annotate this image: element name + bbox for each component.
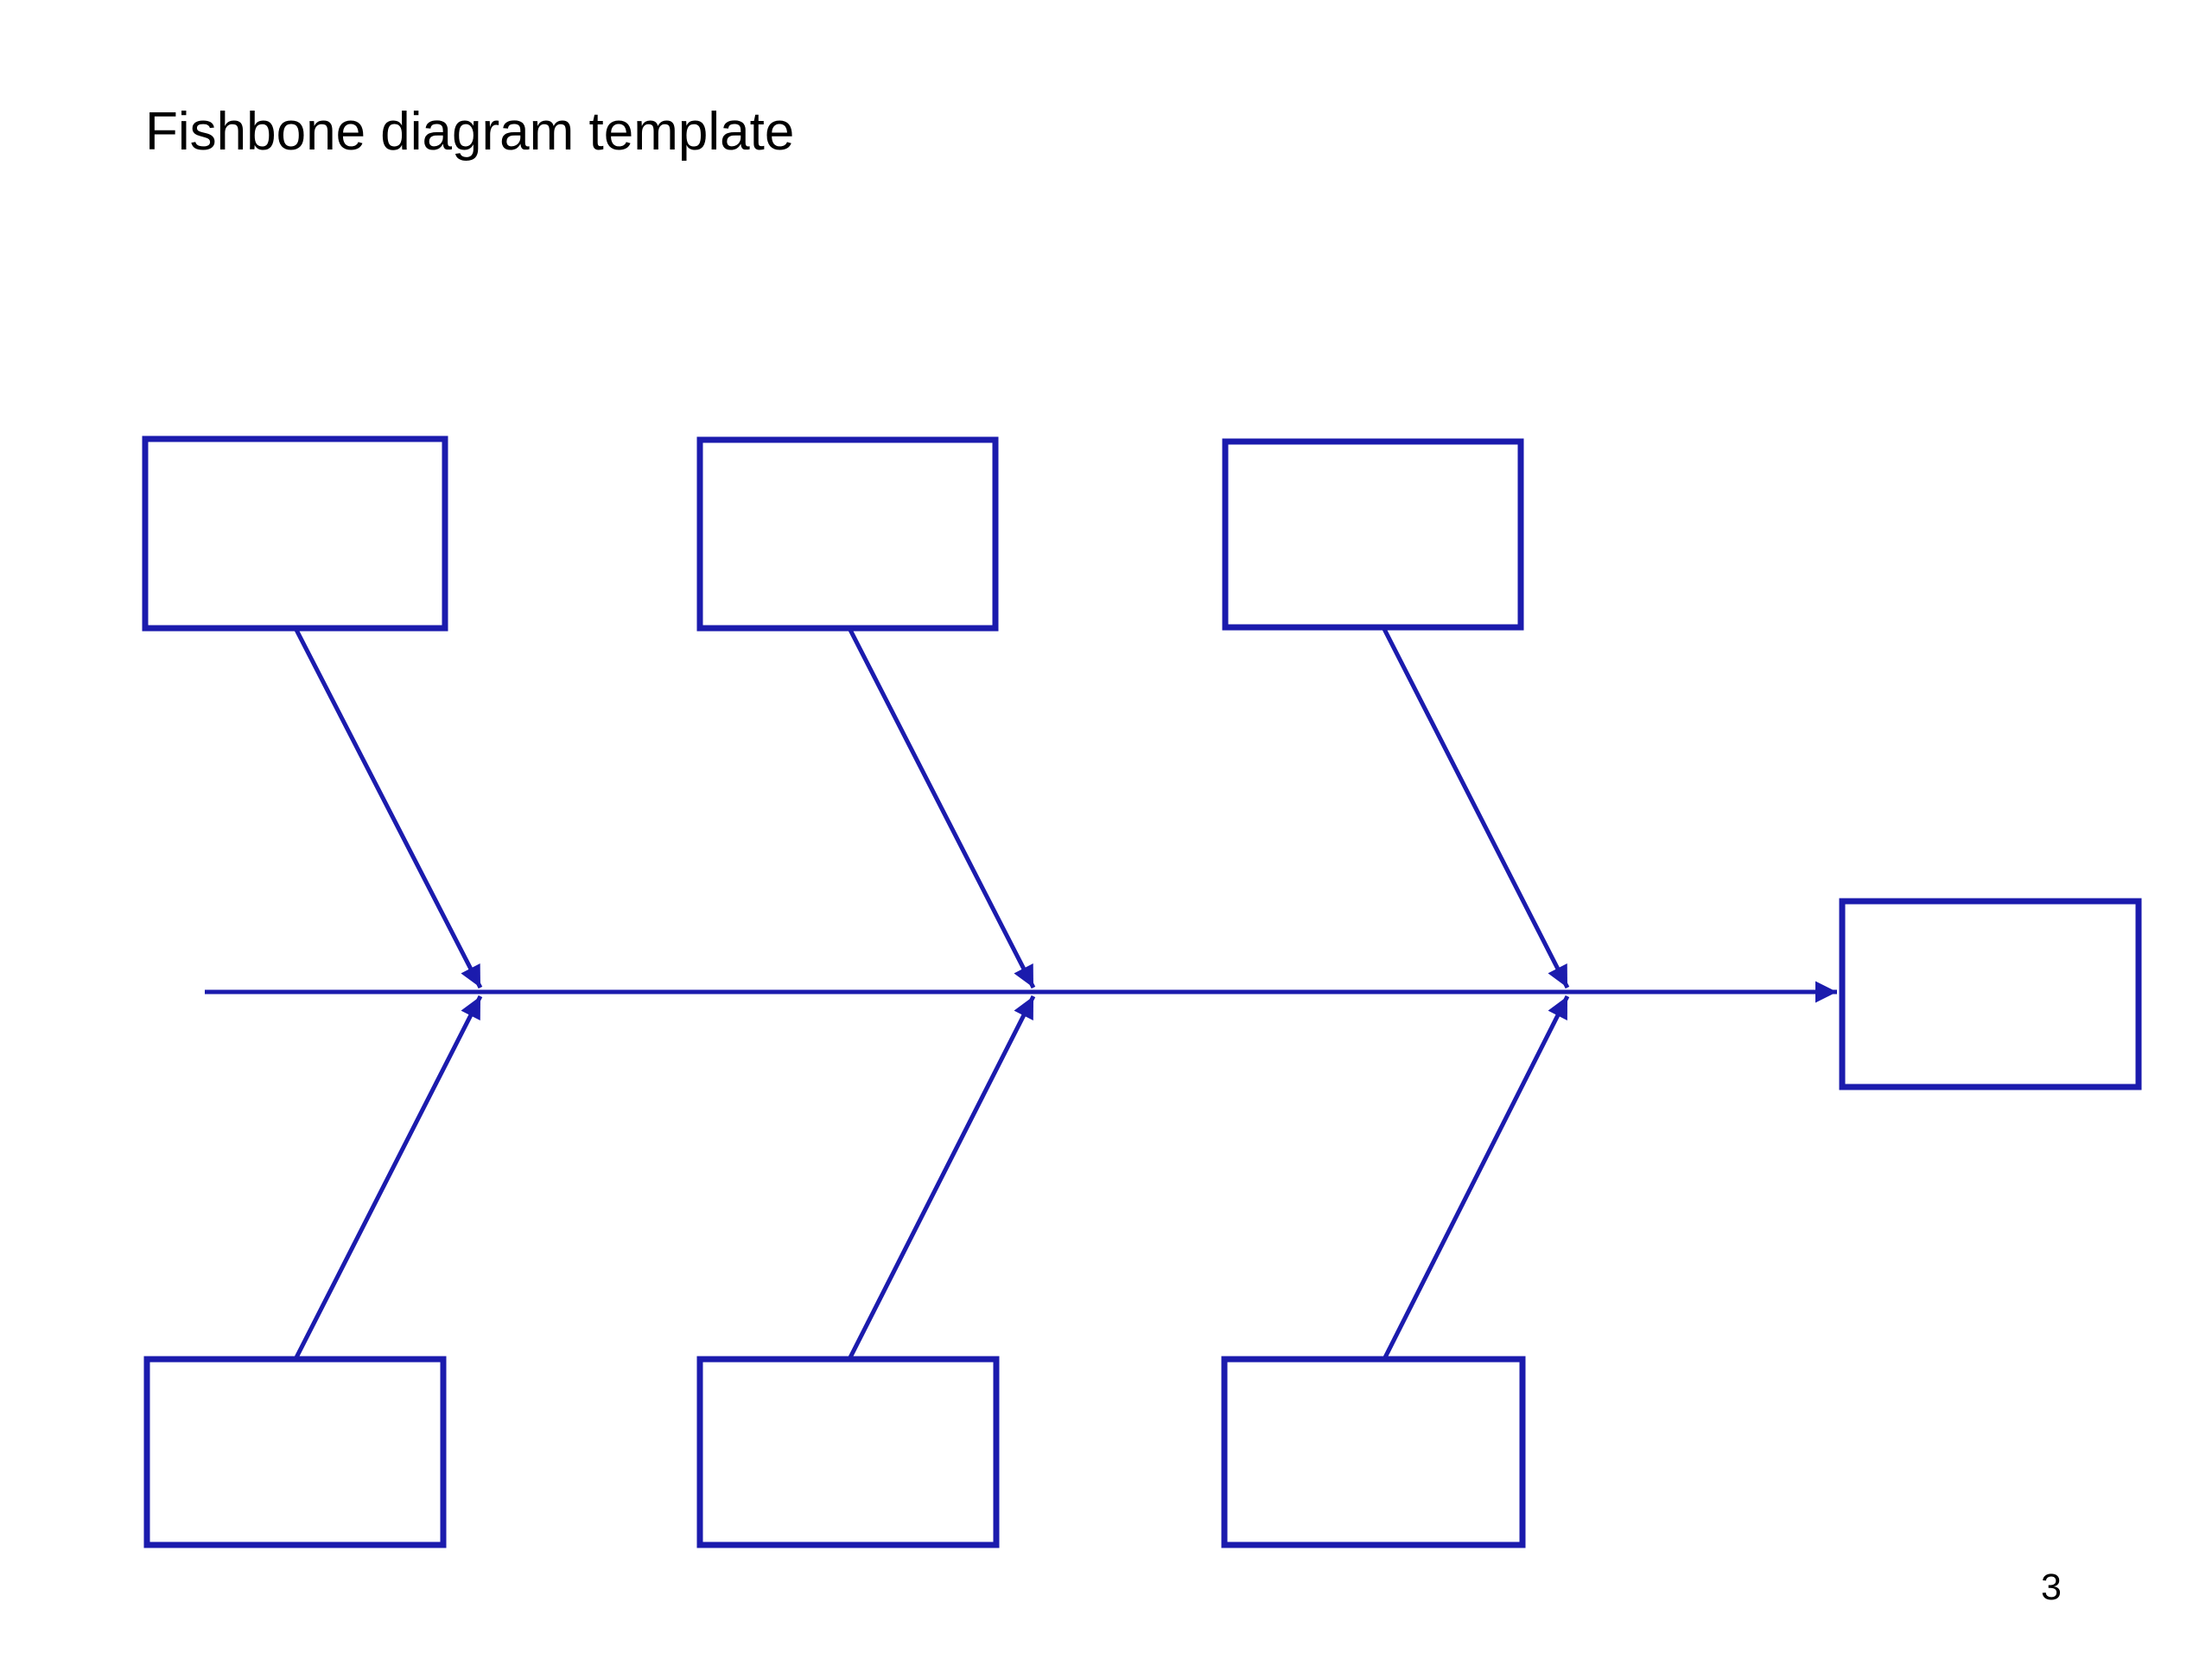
bone-bottom-1 — [293, 995, 483, 1361]
bone-bottom-3 — [1382, 995, 1570, 1361]
bone-top-3 — [1381, 626, 1570, 989]
slide-title: Fishbone diagram template — [145, 102, 795, 162]
category-box-top-1[interactable] — [142, 435, 448, 632]
page-number: 3 — [2041, 1567, 2062, 1608]
category-box-top-2[interactable] — [696, 436, 999, 632]
category-box-bottom-2[interactable] — [696, 1356, 1000, 1548]
category-box-bottom-3[interactable] — [1221, 1356, 1526, 1548]
bone-top-2 — [847, 626, 1036, 989]
category-box-bottom-1[interactable] — [143, 1356, 447, 1548]
bone-top-1 — [293, 626, 483, 989]
category-box-top-3[interactable] — [1222, 438, 1524, 631]
bone-bottom-2 — [847, 995, 1036, 1361]
effect-box[interactable] — [1839, 898, 2142, 1090]
